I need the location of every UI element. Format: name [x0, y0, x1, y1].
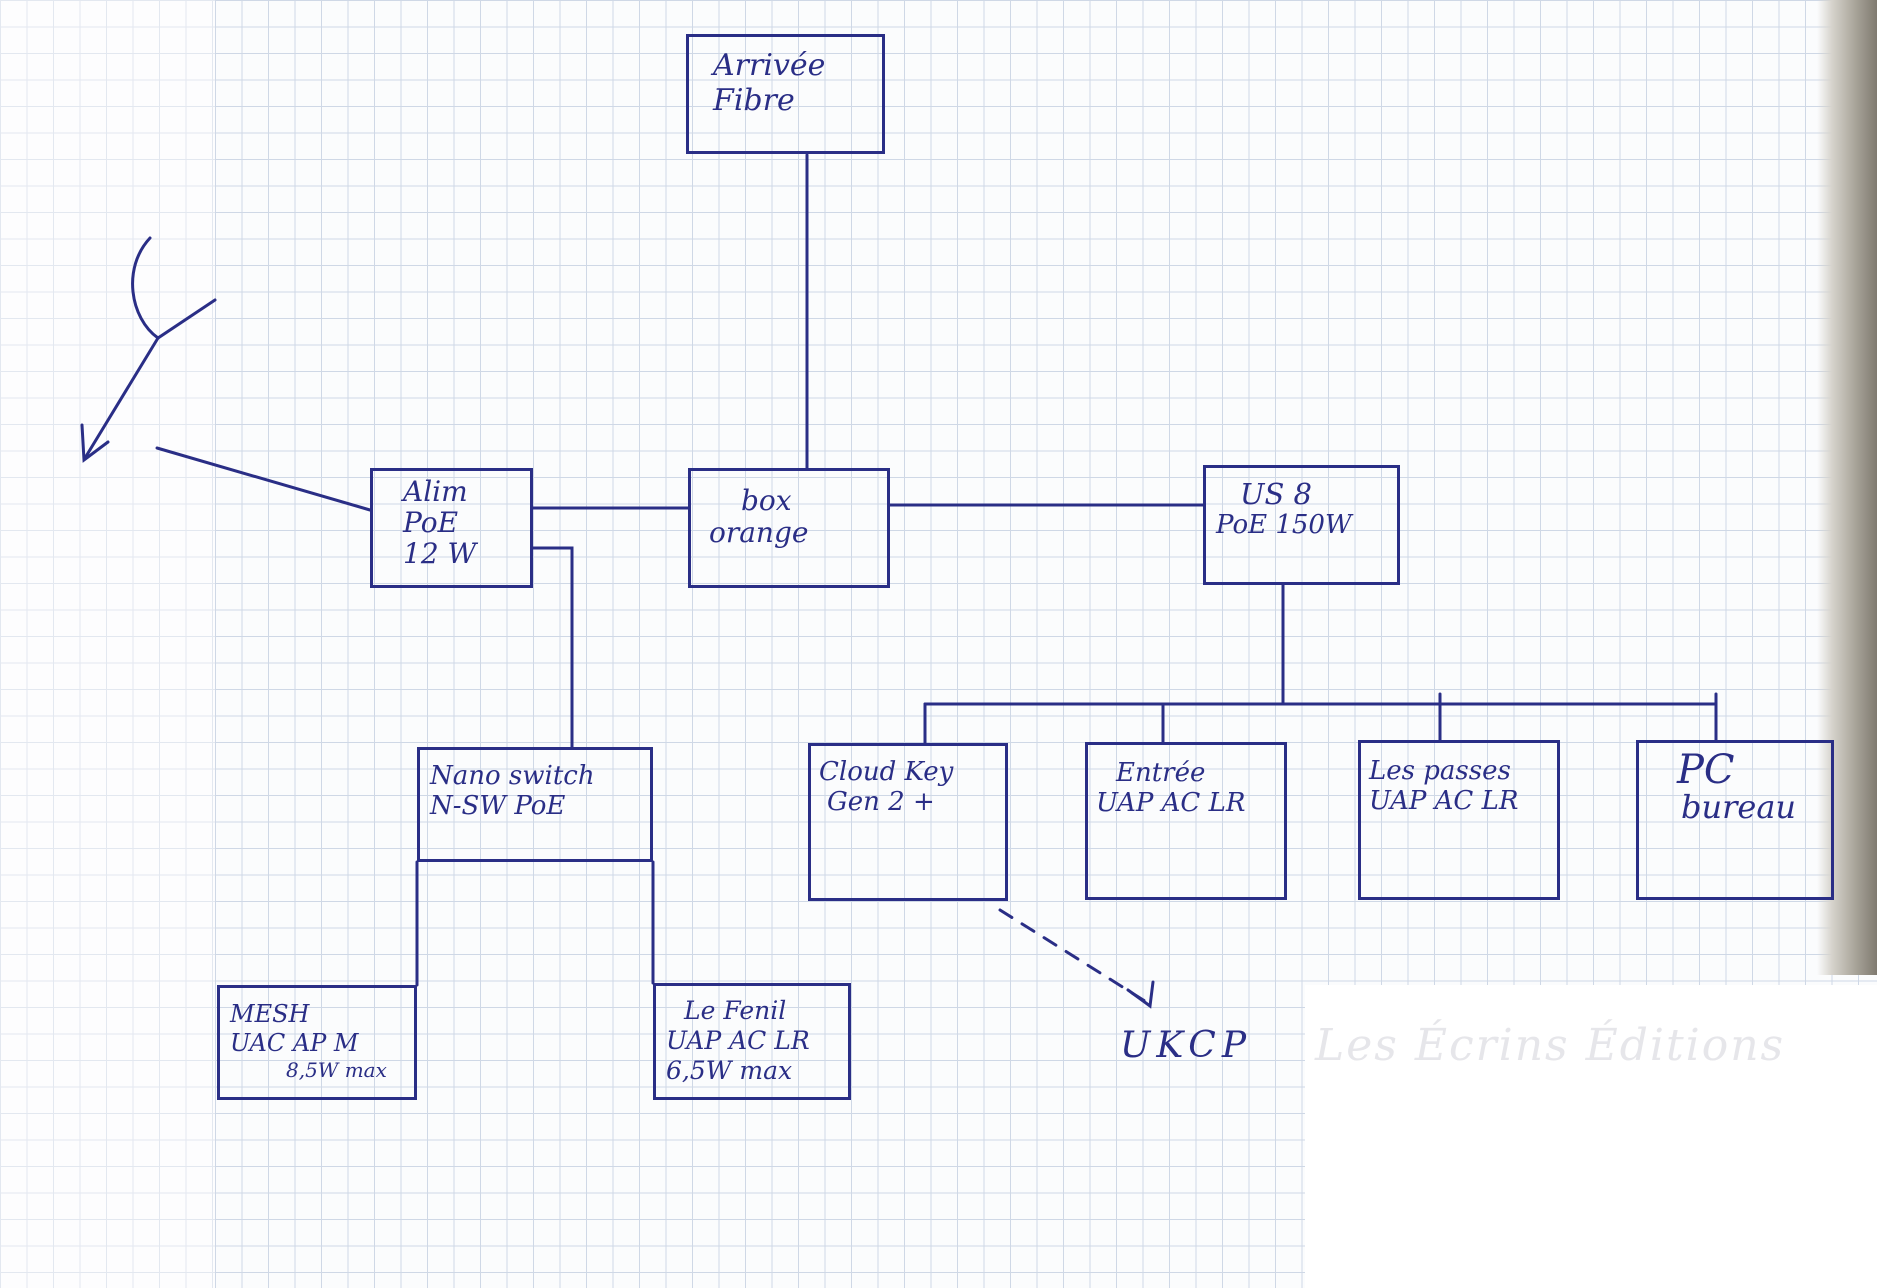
node-les-passes: Les passes UAP AC LR: [1358, 740, 1560, 900]
node-passes-line-1: Les passes: [1369, 756, 1511, 786]
node-fibre-line-1: Arrivée: [713, 48, 826, 83]
node-cloudkey-line-2: Gen 2 +: [827, 786, 935, 817]
node-mesh-line-1: MESH: [230, 1000, 310, 1028]
dashed-arrowhead: [1126, 980, 1155, 1009]
node-mesh-line-2: UAC AP M: [230, 1028, 359, 1057]
node-fenil-line-2: UAP AC LR: [666, 1026, 810, 1055]
node-passes-line-2: UAP AC LR: [1369, 785, 1519, 816]
node-le-fenil: Le Fenil UAP AC LR 6,5W max: [653, 983, 851, 1100]
node-nano-line-1: Nano switch: [430, 761, 595, 791]
dashed-cloudkey-ukcp: [998, 908, 1150, 1005]
arrow-shaft: [83, 336, 160, 460]
ukcp-label: UKCP: [1120, 1025, 1253, 1066]
node-pc-line-1: PC: [1677, 747, 1735, 793]
node-mesh: MESH UAC AP M 8,5W max: [217, 985, 417, 1100]
node-entree-line-1: Entrée: [1116, 758, 1206, 788]
node-pc-line-2: bureau: [1681, 788, 1797, 826]
node-cloud-key: Cloud Key Gen 2 +: [808, 743, 1008, 901]
node-alim-line-3: 12 W: [403, 536, 477, 570]
blank-patch: [1305, 985, 1877, 1288]
faint-background-writing: Les Écrins Éditions: [1315, 1020, 1786, 1071]
node-us8-line-2: PoE 150W: [1216, 510, 1352, 541]
node-cloudkey-line-1: Cloud Key: [819, 757, 954, 787]
node-entree: Entrée UAP AC LR: [1085, 742, 1287, 900]
node-us8-line-1: US 8: [1240, 477, 1312, 511]
node-entree-line-2: UAP AC LR: [1096, 787, 1246, 818]
node-pc-bureau: PC bureau: [1636, 740, 1834, 900]
node-nano-switch: Nano switch N-SW PoE: [417, 747, 653, 862]
check-arrow: [131, 236, 217, 340]
node-box-line-1: box: [741, 484, 792, 517]
node-fenil-line-1: Le Fenil: [684, 996, 787, 1025]
photo-edge: [1817, 0, 1877, 975]
wire-alim-left: [155, 446, 372, 512]
arrowhead: [80, 423, 110, 463]
node-alim-line-1: Alim: [403, 475, 468, 508]
node-arrivee-fibre: Arrivée Fibre: [686, 34, 885, 154]
paper-margin: [0, 0, 215, 1288]
node-fibre-line-2: Fibre: [713, 82, 795, 118]
node-alim-line-2: PoE: [403, 505, 459, 539]
node-box-orange: box orange: [688, 468, 890, 588]
node-fenil-line-3: 6,5W max: [666, 1056, 793, 1085]
node-us8: US 8 PoE 150W: [1203, 465, 1400, 585]
node-box-line-2: orange: [709, 516, 809, 550]
node-nano-line-2: N-SW PoE: [430, 790, 566, 821]
wire-alim-nano: [530, 546, 574, 749]
node-alim-poe: Alim PoE 12 W: [370, 468, 533, 588]
node-mesh-line-3: 8,5W max: [286, 1057, 387, 1082]
